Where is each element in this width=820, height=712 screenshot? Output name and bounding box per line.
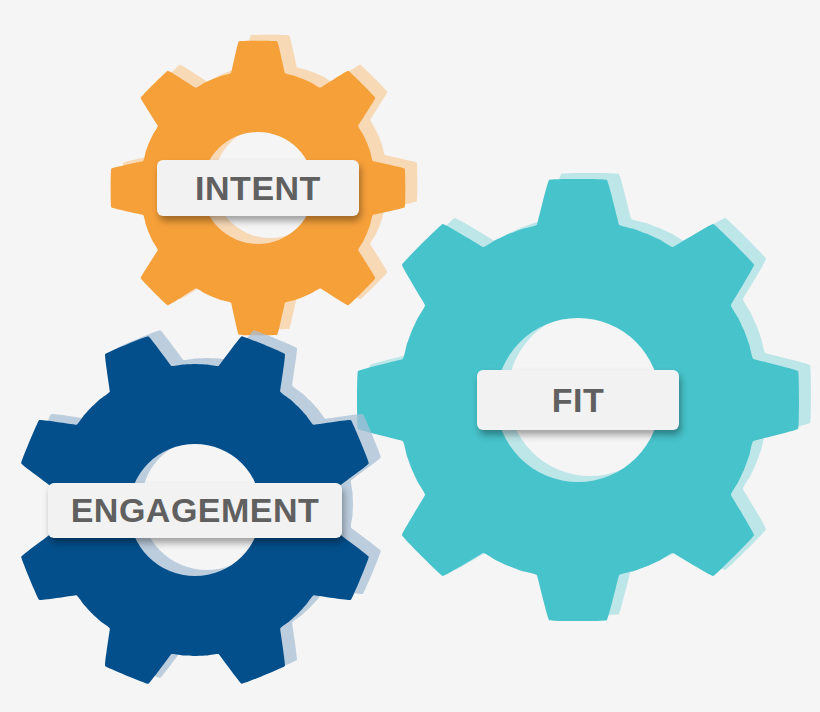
label-plate: FIT bbox=[477, 370, 679, 430]
gear-body bbox=[21, 336, 369, 684]
gear-body bbox=[357, 179, 799, 621]
gear-label: FIT bbox=[552, 383, 604, 417]
label-plate: INTENT bbox=[157, 160, 359, 216]
gear-node: ENGAGEMENT bbox=[15, 330, 375, 690]
gear-body bbox=[111, 41, 406, 336]
gear-label: ENGAGEMENT bbox=[71, 493, 320, 527]
gear-label: INTENT bbox=[195, 171, 321, 205]
gear-node: FIT bbox=[356, 178, 800, 622]
label-plate: ENGAGEMENT bbox=[48, 483, 342, 538]
gear-node: INTENT bbox=[110, 40, 406, 336]
